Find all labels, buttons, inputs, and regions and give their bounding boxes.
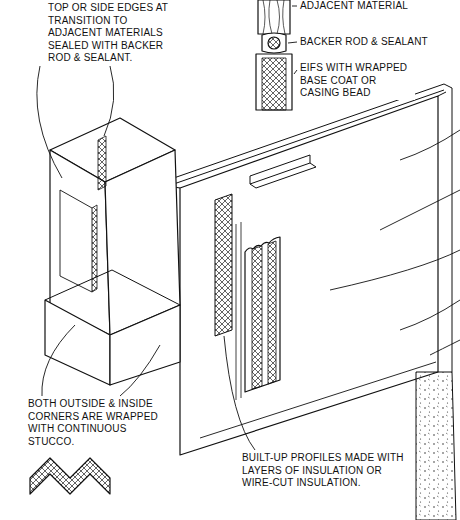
eifs-section [256, 54, 292, 110]
insulation-layer [215, 194, 232, 336]
leader-lines [37, 6, 460, 450]
callout-label: ADJACENT MATERIAL [300, 0, 455, 13]
callout-label: TOP OR SIDE EDGES AT TRANSITION TO ADJAC… [48, 2, 178, 65]
backer-rod [268, 37, 280, 49]
foundation [416, 372, 456, 520]
label-box: TOP OR SIDE EDGES AT TRANSITION TO ADJAC… [48, 2, 178, 65]
label-box: EIFS WITH WRAPPED BASE COAT OR CASING BE… [300, 62, 415, 100]
adjacent-material [258, 0, 290, 34]
wall-face [180, 96, 438, 455]
label-box: BUILT-UP PROFILES MADE WITH LAYERS OF IN… [242, 452, 404, 490]
label-box: BACKER ROD & SEALANT [300, 36, 455, 49]
pilaster-base [45, 300, 110, 385]
callout-label: EIFS WITH WRAPPED BASE COAT OR CASING BE… [300, 62, 415, 100]
callout-label: BUILT-UP PROFILES MADE WITH LAYERS OF IN… [242, 452, 404, 490]
label-box: ADJACENT MATERIAL [300, 0, 455, 13]
casing-bead [200, 362, 436, 438]
label-box: BOTH OUTSIDE & INSIDE CORNERS ARE WRAPPE… [28, 398, 173, 448]
pilaster-side [105, 150, 180, 335]
profile-inset [30, 458, 110, 494]
callout-label: BACKER ROD & SEALANT [300, 36, 455, 49]
sealant [262, 33, 286, 53]
built-up-profile [245, 237, 280, 392]
callout-label: BOTH OUTSIDE & INSIDE CORNERS ARE WRAPPE… [28, 398, 173, 448]
